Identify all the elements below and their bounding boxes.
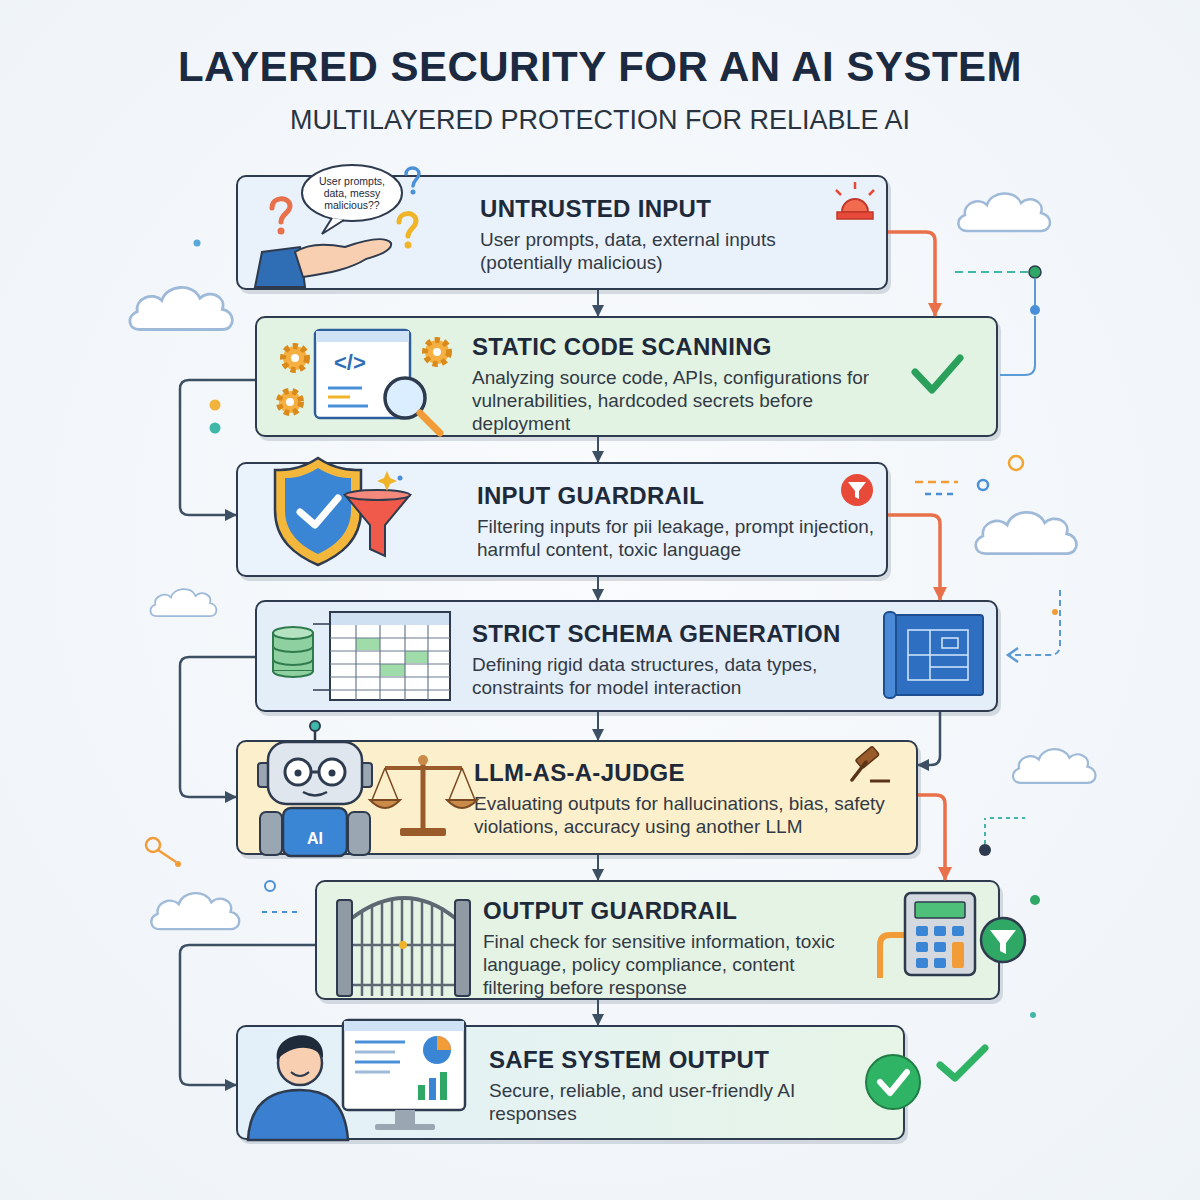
layer-description: Filtering inputs for pii leakage, prompt… (477, 515, 877, 561)
decor-dots (1052, 609, 1058, 615)
side-wire (955, 271, 1028, 273)
diagram-title: LAYERED SECURITY FOR AN AI SYSTEM (0, 42, 1200, 92)
text-block: OUTPUT GUARDRAIL Final check for sensitiv… (483, 897, 853, 999)
layer-description: Defining rigid data structures, data typ… (472, 653, 882, 699)
clouds (150, 589, 216, 616)
subtitle: MULTILAYERED PROTECTION FOR RELIABLE AI (0, 104, 1200, 136)
layer-heading: INPUT GUARDRAIL (477, 482, 877, 510)
decor-dots (146, 838, 160, 852)
flow-arrow (597, 577, 599, 600)
layer-heading: STATIC CODE SCANNING (472, 333, 897, 361)
flow-arrow (597, 290, 599, 316)
flow-arrow-side (918, 795, 945, 880)
decor-dots (194, 240, 201, 247)
text-block: STRICT SCHEMA GENERATION Defining rigid d… (472, 620, 882, 699)
decor-dots (915, 481, 958, 484)
decor-dots (262, 911, 300, 913)
side-wire (1010, 590, 1060, 655)
decor-dots (984, 818, 986, 844)
decor-dots (978, 480, 988, 490)
layer-description: Secure, reliable, and user-friendly AI r… (489, 1079, 831, 1125)
decor-dots (925, 493, 958, 496)
text-block: LLM-AS-A-JUDGE Evaluating outputs for hal… (474, 759, 914, 838)
text-block: SAFE SYSTEM OUTPUT Secure, reliable, and … (489, 1046, 831, 1125)
text-block: STATIC CODE SCANNING Analyzing source cod… (472, 333, 897, 435)
flow-arrow-side (888, 232, 935, 316)
clouds (130, 287, 233, 329)
flow-arrow (918, 712, 940, 765)
decor-dots (158, 850, 176, 862)
layer-box: LLM-AS-A-JUDGE Evaluating outputs for hal… (236, 740, 918, 855)
layer-box: STRICT SCHEMA GENERATION Defining rigid d… (255, 600, 998, 712)
robot-badge: AI (297, 830, 333, 848)
text-block: UNTRUSTED INPUT User prompts, data, exter… (480, 195, 870, 274)
layer-heading: STRICT SCHEMA GENERATION (472, 620, 882, 648)
layer-box: INPUT GUARDRAIL Filtering inputs for pii … (236, 462, 888, 577)
decor-dots (210, 423, 221, 434)
layer-box: OUTPUT GUARDRAIL Final check for sensitiv… (315, 880, 1000, 1000)
success-check (940, 1048, 985, 1078)
clouds (151, 893, 239, 929)
layer-heading: OUTPUT GUARDRAIL (483, 897, 853, 925)
flow-arrow (597, 437, 599, 462)
decor-dots (146, 240, 1058, 1019)
layer-heading: SAFE SYSTEM OUTPUT (489, 1046, 831, 1074)
flow-arrow (597, 1000, 599, 1025)
decor-dots (1009, 456, 1023, 470)
side-wire (1000, 316, 1035, 375)
decor-dots (979, 844, 991, 856)
decor-dots (210, 400, 221, 411)
layer-heading: UNTRUSTED INPUT (480, 195, 870, 223)
flow-arrow-side (888, 515, 940, 600)
layer-description: Final check for sensitive information, t… (483, 930, 853, 999)
text-block: INPUT GUARDRAIL Filtering inputs for pii … (477, 482, 877, 561)
flow-arrow (597, 712, 599, 740)
decor-dots (990, 817, 1025, 819)
layer-description: Evaluating outputs for hallucinations, b… (474, 792, 914, 838)
flow-arrow (597, 855, 599, 880)
decor-dots (1030, 895, 1040, 905)
side-wire (1029, 266, 1041, 278)
code-symbol: </> (334, 350, 390, 376)
clouds (130, 193, 1096, 929)
side-wire (1034, 278, 1036, 305)
clouds (976, 512, 1077, 553)
layer-description: Analyzing source code, APIs, configurati… (472, 366, 897, 435)
layer-box: STATIC CODE SCANNING Analyzing source cod… (255, 316, 998, 437)
clouds (1013, 749, 1095, 783)
layer-description: User prompts, data, external inputs (pot… (480, 228, 870, 274)
side-wire (1008, 648, 1018, 662)
clouds (958, 193, 1050, 231)
speech-bubble-text: User prompts, data, messy malicious?? (310, 175, 394, 211)
decor-dots (265, 881, 275, 891)
decor-dots (175, 861, 181, 867)
layer-heading: LLM-AS-A-JUDGE (474, 759, 914, 787)
layer-box: SAFE SYSTEM OUTPUT Secure, reliable, and … (236, 1025, 905, 1140)
robot-judge (310, 721, 320, 731)
decor-dots (1030, 1012, 1036, 1018)
side-wire (1030, 305, 1040, 315)
